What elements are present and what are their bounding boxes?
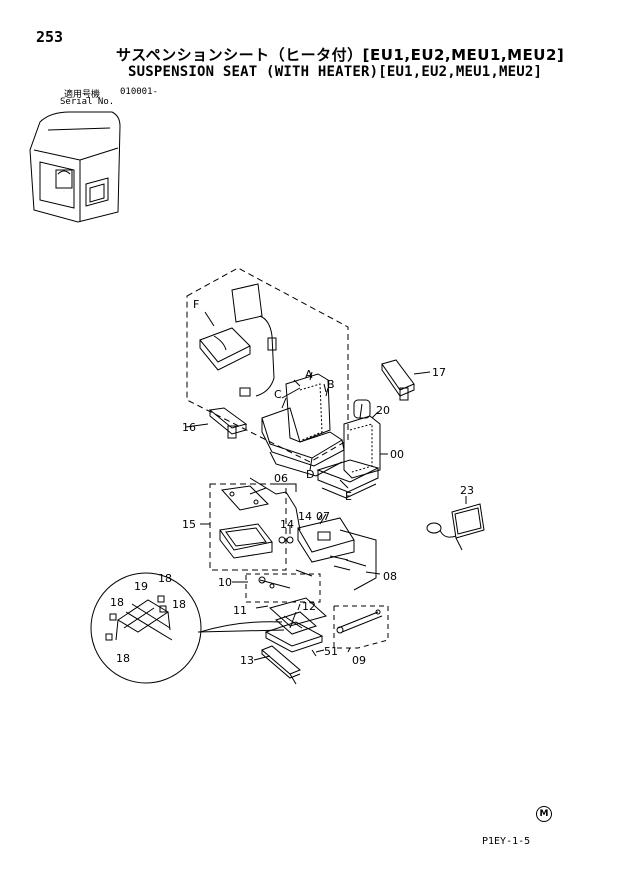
callout-F: F bbox=[193, 298, 199, 311]
detail-view-circle bbox=[90, 572, 285, 684]
callout-10: 10 bbox=[218, 576, 232, 589]
heater-switch-23 bbox=[426, 503, 485, 551]
serial-value: 010001- bbox=[120, 87, 158, 97]
callout-23: 23 bbox=[460, 484, 474, 497]
serial-label-english: Serial No. bbox=[60, 97, 115, 107]
title-japanese: サスペンションシート（ヒータ付）[EU1,EU2,MEU1,MEU2] bbox=[116, 46, 565, 64]
stamp-m-mark: M bbox=[536, 806, 552, 822]
callout-19: 19 bbox=[134, 580, 148, 593]
callout-16: 16 bbox=[182, 421, 196, 434]
callout-08: 08 bbox=[383, 570, 397, 583]
callout-C: C bbox=[274, 388, 282, 401]
right-armrest bbox=[381, 359, 431, 401]
callout-07: 07 bbox=[316, 510, 330, 523]
callout-13: 13 bbox=[240, 654, 254, 667]
callout-20: 20 bbox=[376, 404, 390, 417]
callout-14-right: 14 bbox=[298, 510, 312, 523]
screw-set-08 bbox=[329, 555, 367, 571]
callout-A: A bbox=[305, 368, 313, 381]
seat-assembly bbox=[261, 371, 345, 477]
cab-thumbnail-illustration bbox=[29, 111, 121, 223]
callout-12: 12 bbox=[302, 600, 316, 613]
slide-rail-13 bbox=[261, 645, 301, 685]
callout-06: 06 bbox=[274, 472, 288, 485]
callout-D: D bbox=[306, 468, 314, 481]
bolt-set-10 bbox=[258, 569, 313, 589]
suspension-frame-part bbox=[200, 485, 273, 559]
callout-51: 51 bbox=[324, 645, 338, 658]
callout-11: 11 bbox=[233, 604, 247, 617]
left-armrest bbox=[185, 407, 248, 439]
callout-E: E bbox=[345, 490, 352, 503]
callout-18-bottom: 18 bbox=[116, 652, 130, 665]
serial-label-japanese: 適用号機 bbox=[64, 90, 101, 100]
seat-base-12 bbox=[264, 597, 328, 653]
complete-seat-assembly bbox=[316, 399, 381, 499]
page-number: 253 bbox=[36, 28, 64, 46]
damper-set-09 bbox=[336, 609, 383, 634]
footer-figure-code: P1EY-1-5 bbox=[482, 836, 531, 847]
callout-B: B bbox=[327, 378, 335, 391]
callout-18-top: 18 bbox=[158, 572, 172, 585]
callout-14-left: 14 bbox=[280, 518, 294, 531]
callout-09: 09 bbox=[352, 654, 366, 667]
callout-15: 15 bbox=[182, 518, 196, 531]
callout-18-right: 18 bbox=[172, 598, 186, 611]
callout-18-left: 18 bbox=[110, 596, 124, 609]
title-english: SUSPENSION SEAT (WITH HEATER)[EU1,EU2,ME… bbox=[128, 64, 543, 80]
seat-heater-pad bbox=[199, 283, 277, 397]
callout-17: 17 bbox=[432, 366, 446, 379]
callout-00: 00 bbox=[390, 448, 404, 461]
mounting-bracket bbox=[278, 513, 355, 563]
